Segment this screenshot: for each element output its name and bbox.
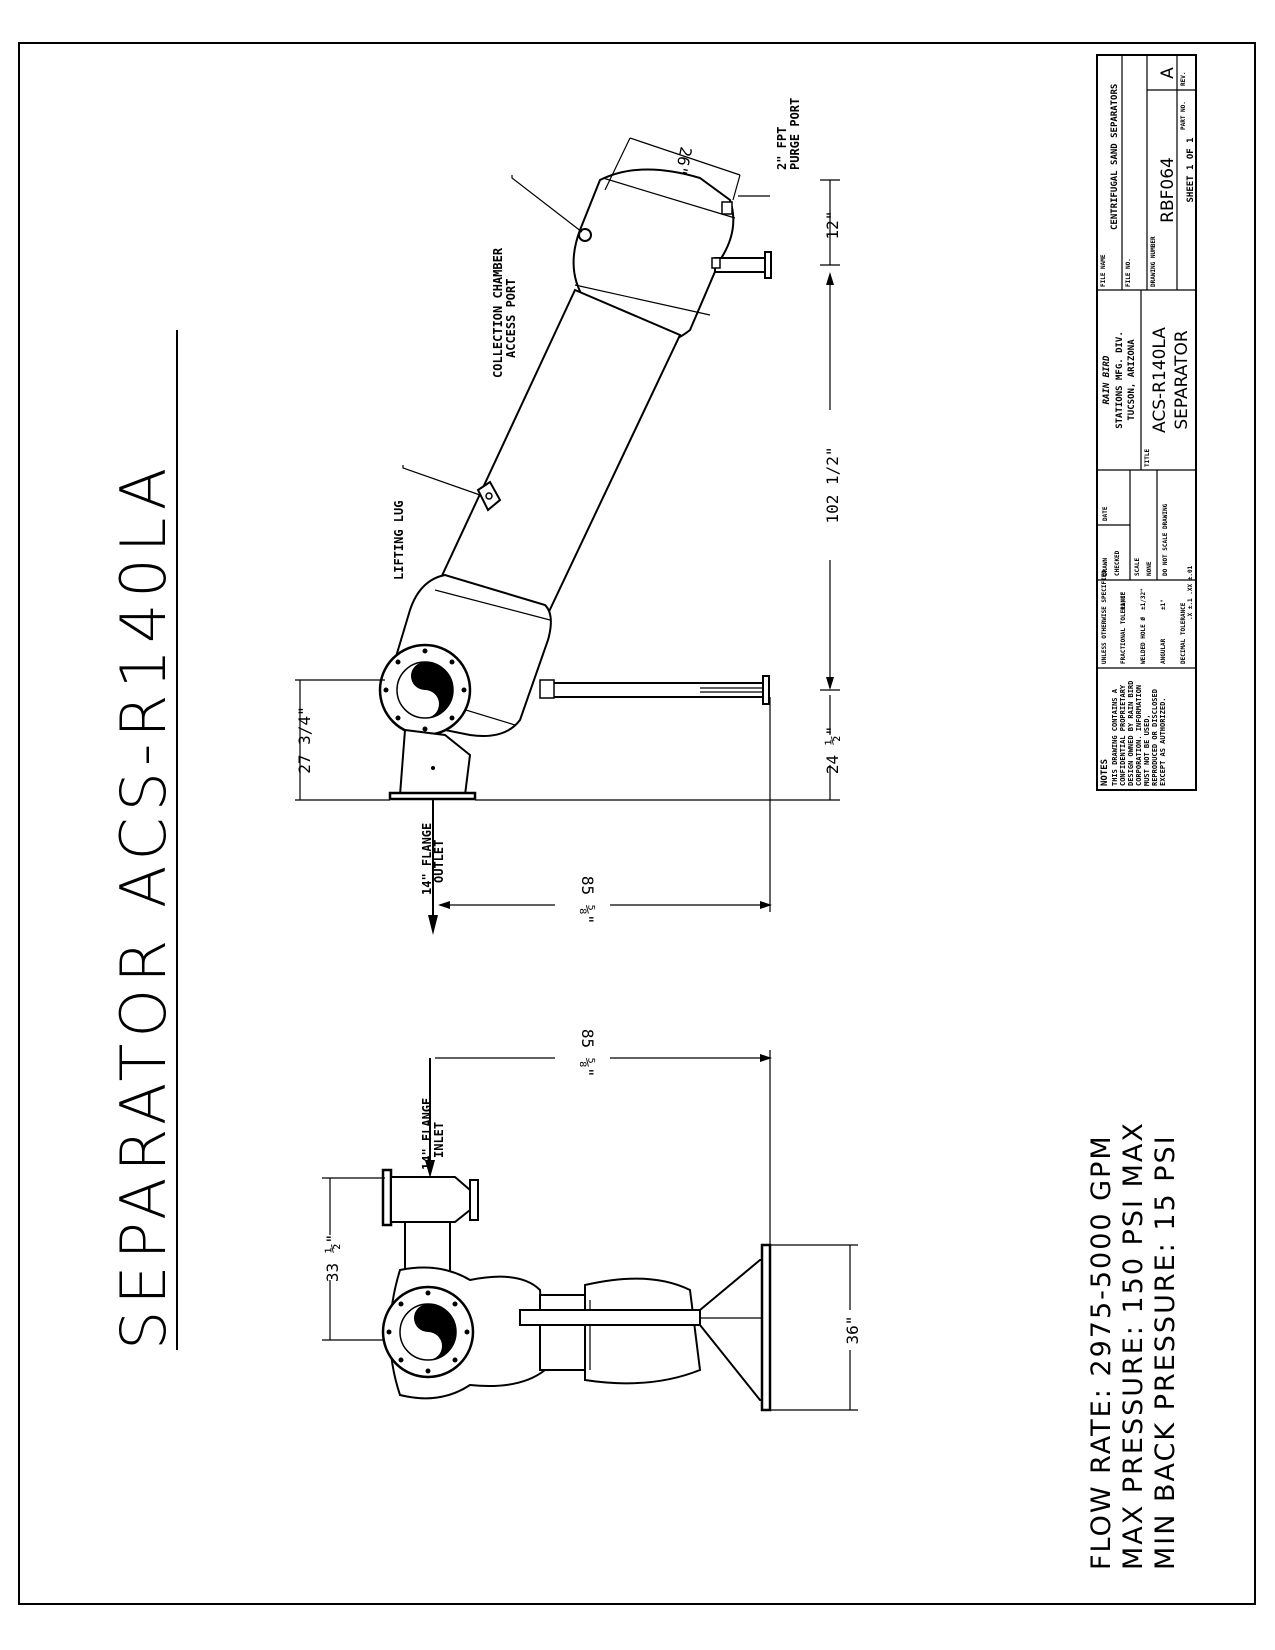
tb-company-2: STATIONS MFG. DIV.	[1115, 331, 1125, 429]
tb-title-label: TITLE	[1144, 449, 1151, 467]
tb-model: ACS-R140LA	[1150, 327, 1170, 433]
tb-angular: ANGULAR	[1160, 638, 1167, 664]
tb-sheet: SHEET 1 OF 1	[1186, 137, 1196, 202]
tb-decimal-val: .X ±.1 .XX ±.01	[1187, 565, 1194, 620]
tb-part-no-label: PART NO.	[1180, 101, 1187, 130]
tb-fractional: FRACTIONAL TOLERANCE	[1120, 591, 1127, 664]
tb-rev-label: REV.	[1180, 72, 1187, 86]
side-view-dimensions: 26" 12" 102 1/2" 24 ½" 27 3/4"	[295, 137, 842, 935]
tb-notes-header: NOTES	[1100, 759, 1110, 786]
spec-min-back-pressure: MIN BACK PRESSURE: 15 PSI	[1150, 1134, 1181, 1570]
inlet-arrow	[425, 1160, 435, 1178]
front-lower-body	[584, 1277, 702, 1385]
front-view	[381, 1168, 772, 1412]
tb-checked: CHECKED	[1114, 550, 1121, 576]
tb-tolerance-header: UNLESS OTHERWISE SPECIFIED	[1101, 570, 1108, 664]
front-view-dimensions: 33 ½" 36" 85 ⅝"	[320, 1029, 862, 1411]
tb-welded: WELDED HOLE Ø	[1140, 617, 1147, 664]
tb-file-name: CENTRIFUGAL SAND SEPARATORS	[1110, 84, 1120, 230]
dim-leg-offset: 24 ½"	[823, 726, 842, 774]
dim-inlet-height: 85 ⅝"	[578, 1029, 597, 1077]
drawing-title: SEPARATOR ACS-R140LA	[107, 462, 180, 1350]
dim-inlet-offset: 33 ½"	[323, 1234, 342, 1282]
tb-company-3: TUCSON, ARIZONA	[1127, 339, 1137, 421]
tb-date: DATE	[1102, 506, 1109, 521]
tb-scale-val: NONE	[1146, 561, 1153, 576]
tb-notes-body: THIS DRAWING CONTAINS A CONFIDENTIAL PRO…	[1111, 680, 1167, 786]
purge-port	[721, 201, 733, 215]
separator-barrel	[438, 288, 682, 622]
tb-welded-val: ±1/32"	[1140, 588, 1147, 610]
callout-purge-port-line1: 2" FPT	[775, 127, 789, 170]
tb-angular-val: ±1°	[1160, 599, 1167, 610]
sheet-border	[18, 42, 1256, 1605]
support-leg-left	[552, 682, 764, 698]
inlet-swirl	[414, 1304, 456, 1360]
tb-decimal: DECIMAL TOLERANCE	[1180, 602, 1187, 664]
callout-lifting-lug: LIFTING LUG	[392, 501, 406, 580]
dim-outlet-height: 85 ⅝"	[578, 876, 597, 924]
tb-part: SEPARATOR	[1172, 330, 1192, 430]
dim-outlet-offset: 27 3/4"	[295, 706, 314, 773]
tb-file-name-label: FILE NAME	[1100, 254, 1107, 287]
support-leg-right	[714, 257, 766, 273]
outlet-arrow	[428, 915, 438, 935]
tb-rev: A	[1158, 67, 1178, 79]
specs-group: FLOW RATE: 2975-5000 GPM MAX PRESSURE: 1…	[1086, 1121, 1181, 1570]
tb-company-1: RAIN BIRD	[1102, 355, 1112, 404]
tb-drawn: DRAWN	[1102, 558, 1109, 576]
title-block: NOTES THIS DRAWING CONTAINS A CONFIDENTI…	[1096, 54, 1197, 791]
front-base-plate	[760, 1243, 772, 1412]
dim-purge-height: 12"	[823, 211, 842, 240]
inlet-pipe	[404, 1221, 451, 1273]
dim-base-width: 36"	[843, 1316, 862, 1345]
callout-access-port-line1: COLLECTION CHAMBER	[491, 247, 505, 378]
dim-vessel-diameter: 26"	[671, 145, 696, 177]
callout-outlet-line2: OUTLET	[432, 840, 446, 883]
tb-scale: SCALE	[1134, 558, 1141, 576]
outlet-swirl	[411, 662, 453, 718]
callout-outlet-line1: 14" FLANGE	[420, 823, 434, 895]
tb-file-no-label: FILE NO.	[1125, 258, 1132, 287]
callout-purge-port-line2: PURGE PORT	[788, 98, 802, 170]
outlet-flange	[388, 791, 477, 801]
callout-inlet-line2: INLET	[432, 1122, 446, 1158]
spec-flow-rate: FLOW RATE: 2975-5000 GPM	[1086, 1134, 1117, 1570]
drawing-title-group: SEPARATOR ACS-R140LA	[107, 330, 180, 1350]
tb-fractional-val: ±1/8"	[1120, 592, 1127, 610]
callout-access-port-line2: ACCESS PORT	[504, 279, 518, 358]
dim-length: 102 1/2"	[823, 446, 842, 523]
tb-drawing-number-label: DRAWING NUMBER	[1150, 236, 1157, 287]
outlet-elbow	[398, 728, 472, 796]
tb-do-not-scale: DO NOT SCALE DRAWING	[1162, 503, 1169, 576]
spec-max-pressure: MAX PRESSURE: 150 PSI MAX	[1118, 1121, 1149, 1570]
tb-drawing-number: RBF064	[1158, 157, 1178, 223]
side-view	[378, 168, 772, 801]
